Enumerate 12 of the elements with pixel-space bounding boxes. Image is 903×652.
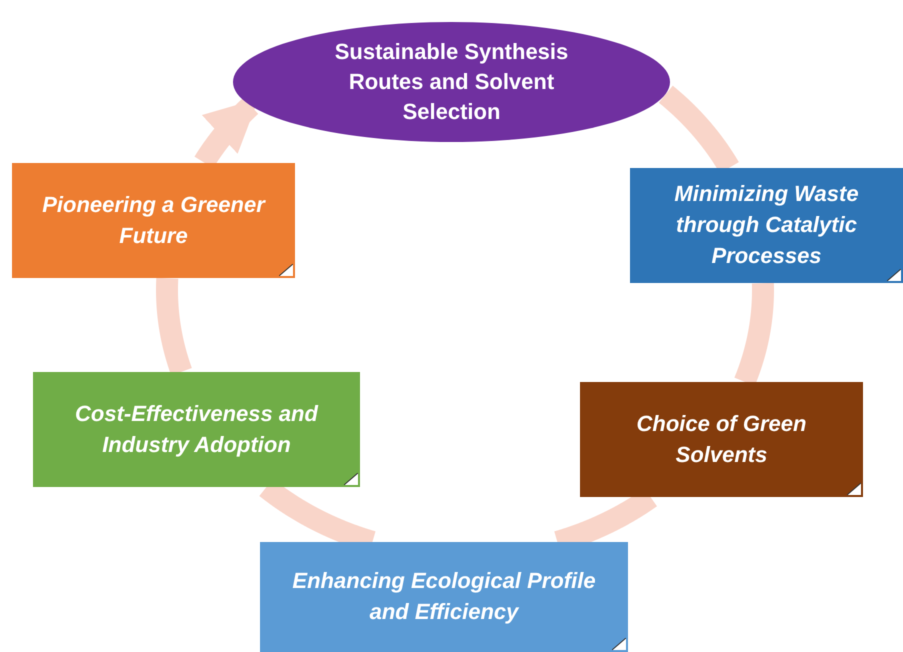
process-box: [12, 163, 295, 278]
node-label: Choice of Green Solvents: [636, 410, 808, 468]
process-box: [580, 382, 863, 497]
node-label: Cost-Effectiveness and Industry Adoption: [74, 400, 320, 459]
process-box: [630, 168, 903, 283]
node-label: Enhancing Ecological Profile and Efficiency: [291, 567, 597, 626]
node-label: Pioneering a Greener Future: [41, 190, 267, 250]
process-box: [33, 372, 360, 487]
node-label: Sustainable Synthesis Routes and Solvent Selection: [334, 38, 570, 126]
ellipse-node: [233, 22, 670, 142]
node-label: Minimizing Waste through Catalytic Processes: [673, 180, 860, 270]
process-box: [260, 542, 628, 652]
